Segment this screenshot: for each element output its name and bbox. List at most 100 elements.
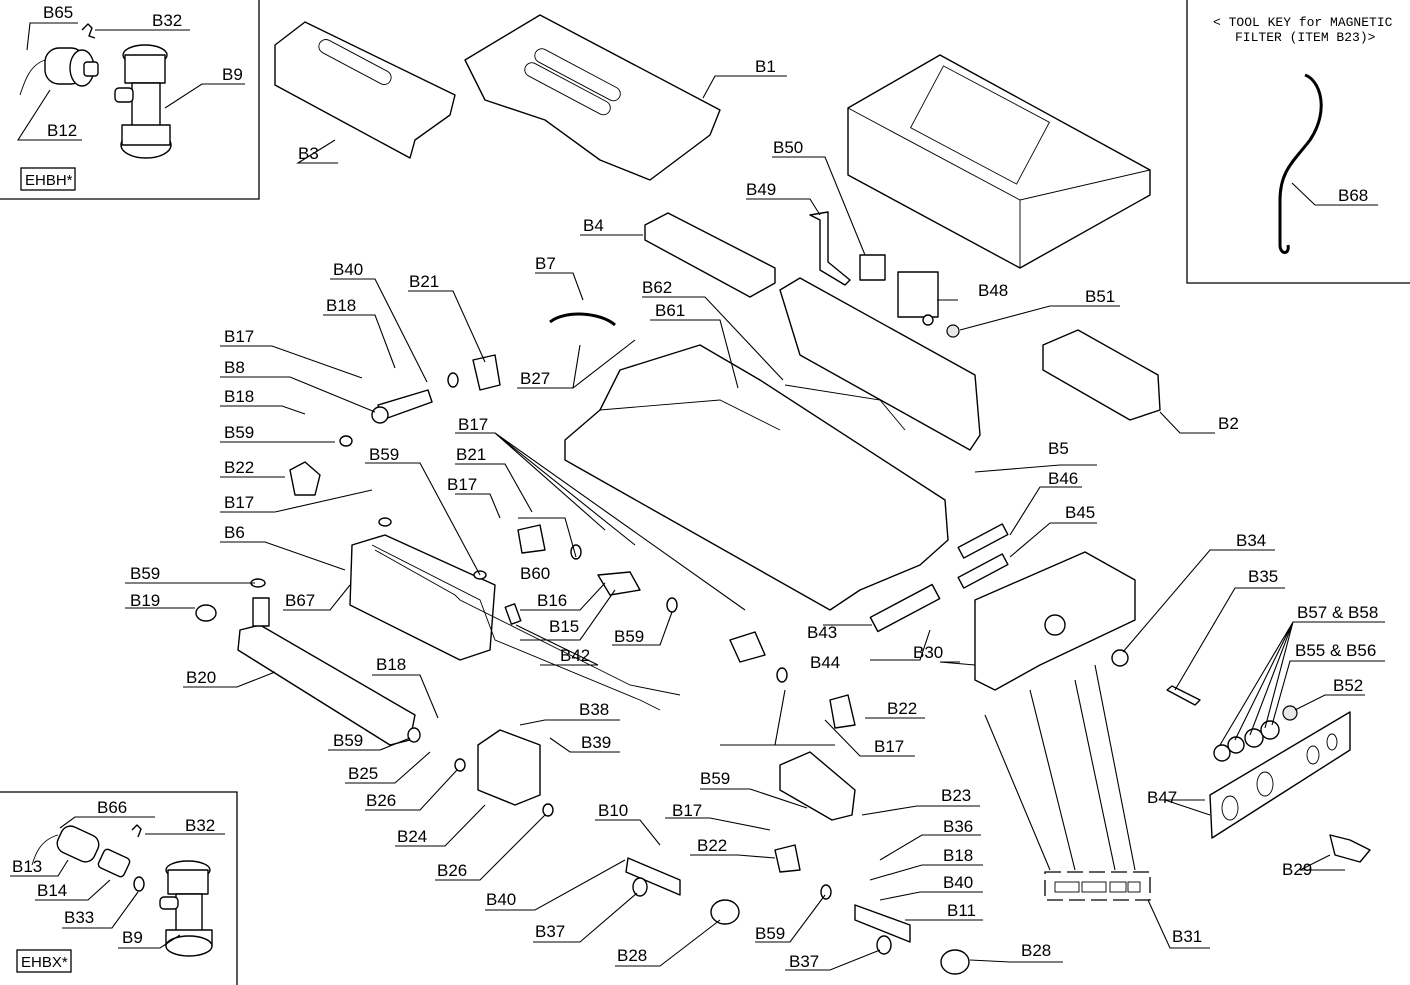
callout-b59: B59 <box>333 731 363 750</box>
callout-b62: B62 <box>642 278 672 297</box>
pipe-b10 <box>625 857 681 896</box>
callout-b40: B40 <box>943 873 973 892</box>
callout-b13: B13 <box>12 857 42 876</box>
callout-b4: B4 <box>583 216 604 235</box>
callout-b48: B48 <box>978 281 1008 300</box>
callout-b15: B15 <box>549 617 579 636</box>
callout-b3: B3 <box>298 144 319 163</box>
callout-b17: B17 <box>224 327 254 346</box>
callout-b40: B40 <box>333 260 363 279</box>
callout-b40: B40 <box>486 890 516 909</box>
inset-tool-key-frame <box>1186 0 1410 284</box>
seal-ring <box>447 372 459 388</box>
callout-b55-b56: B55 & B56 <box>1295 641 1376 660</box>
valve-b28-2 <box>940 949 970 975</box>
inset-ehbx-frame <box>0 791 238 985</box>
nut-part <box>1244 728 1264 748</box>
clip-part-2 <box>131 824 142 838</box>
tool-key-wrench <box>1278 73 1323 254</box>
callout-b28: B28 <box>617 946 647 965</box>
control-box-part <box>847 54 1151 269</box>
valve-body-part <box>114 44 172 159</box>
callout-b32: B32 <box>152 11 182 30</box>
elbow-b21-2 <box>517 524 546 554</box>
callout-b57-b58: B57 & B58 <box>1297 603 1378 622</box>
nut-part <box>1227 736 1245 754</box>
callout-b18: B18 <box>943 846 973 865</box>
callout-b59: B59 <box>700 769 730 788</box>
seal-ring <box>820 884 832 900</box>
seal-ring <box>133 876 145 892</box>
pipe-b11 <box>854 904 911 943</box>
callout-b1: B1 <box>755 57 776 76</box>
sleeve-b37 <box>632 877 648 897</box>
callout-b66: B66 <box>97 798 127 817</box>
callout-b21: B21 <box>409 272 439 291</box>
inset-ehbh-frame <box>0 0 260 200</box>
callout-b38: B38 <box>579 700 609 719</box>
tee-b15 <box>597 571 641 596</box>
seal-ring <box>542 803 554 817</box>
callout-b37: B37 <box>789 952 819 971</box>
callout-b18: B18 <box>326 296 356 315</box>
callout-b26: B26 <box>437 861 467 880</box>
main-frame-part <box>564 344 949 611</box>
callout-b59: B59 <box>130 564 160 583</box>
pin-b35 <box>1166 685 1201 706</box>
callout-b10: B10 <box>598 801 628 820</box>
seal-ring <box>776 667 788 683</box>
callout-b17: B17 <box>458 415 488 434</box>
callout-b43: B43 <box>807 623 837 642</box>
callout-b8: B8 <box>224 358 245 377</box>
callout-b19: B19 <box>130 591 160 610</box>
elbow-b22 <box>289 461 321 496</box>
backup-heater-b20 <box>237 624 416 746</box>
callout-labels: B65 B32 B9 B12 B3 B1 B68 B50 B49 B4 B48 … <box>12 3 1378 971</box>
pump-b24 <box>477 729 541 806</box>
nut-part <box>1260 720 1280 740</box>
callout-b26: B26 <box>366 791 396 810</box>
leader-lines <box>10 22 1385 971</box>
bracket-part-b49 <box>809 211 851 286</box>
callout-b67: B67 <box>285 591 315 610</box>
inset-tool-key: < TOOL KEY for MAGNETIC FILTER (ITEM B23… <box>1186 0 1410 284</box>
seal-ring <box>454 758 466 772</box>
callout-b59: B59 <box>614 627 644 646</box>
callout-b61: B61 <box>655 301 685 320</box>
callout-b36: B36 <box>943 817 973 836</box>
callout-b32: B32 <box>185 816 215 835</box>
cover-part-b1 <box>464 14 721 181</box>
part-b46 <box>957 523 1009 559</box>
callout-b9: B9 <box>122 928 143 947</box>
callout-b7: B7 <box>535 254 556 273</box>
callout-b16: B16 <box>537 591 567 610</box>
pressure-sensor-part <box>19 47 99 96</box>
elbow-b22-3 <box>774 844 801 873</box>
callout-b37: B37 <box>535 922 565 941</box>
callout-b20: B20 <box>186 668 216 687</box>
seal-ring <box>666 597 678 613</box>
callout-b6: B6 <box>224 523 245 542</box>
cover-part-b3 <box>274 21 456 159</box>
inset-ehbh: EHBH* <box>0 0 260 200</box>
callout-b11: B11 <box>947 901 976 920</box>
callout-b52: B52 <box>1333 676 1363 695</box>
plug-b19 <box>195 604 217 622</box>
cover-part-b2 <box>1042 329 1161 421</box>
callout-b49: B49 <box>746 180 776 199</box>
callout-b5: B5 <box>1048 439 1069 458</box>
insulation-part-b4 <box>644 212 776 298</box>
callout-b29: B29 <box>1282 860 1312 879</box>
callout-b30: B30 <box>913 643 943 662</box>
callout-b31: B31 <box>1172 927 1202 946</box>
callout-b44: B44 <box>810 653 840 672</box>
expansion-tank-part <box>779 277 981 451</box>
elbow-b21 <box>472 354 501 391</box>
tool-key-title-line1: < TOOL KEY for MAGNETIC <box>1213 15 1393 30</box>
callout-b17: B17 <box>672 801 702 820</box>
callout-b25: B25 <box>348 764 378 783</box>
valve-b29 <box>1329 834 1371 863</box>
tool-key-title-line2: FILTER (ITEM B23)> <box>1235 30 1376 45</box>
callout-b23: B23 <box>941 786 971 805</box>
